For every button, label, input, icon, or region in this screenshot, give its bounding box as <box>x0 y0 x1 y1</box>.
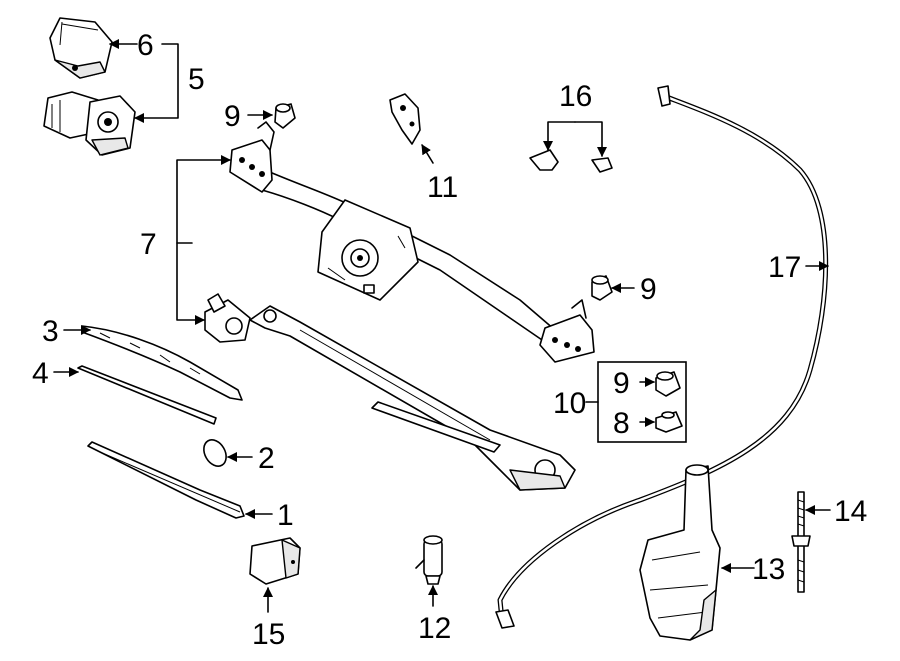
callout-9-mid: 9 <box>640 273 657 306</box>
pivot-cap-part <box>203 439 227 467</box>
callout-1: 1 <box>277 499 294 532</box>
callout-17: 17 <box>768 251 801 284</box>
stud-part <box>791 491 811 593</box>
bushing-part-top <box>274 103 296 129</box>
callout-9-box: 9 <box>613 367 630 400</box>
callout-8: 8 <box>613 407 630 440</box>
callout-7: 7 <box>140 228 157 261</box>
callout-10: 10 <box>553 387 586 420</box>
callout-9-top: 9 <box>224 100 241 133</box>
wiper-blade-part <box>87 441 245 519</box>
callout-16: 16 <box>559 80 592 113</box>
callout-labels: 6 5 9 7 11 16 9 10 9 8 3 4 2 1 15 12 13 … <box>32 29 867 651</box>
callout-4: 4 <box>32 357 49 390</box>
wiper-arm-part <box>81 325 243 401</box>
callout-6: 6 <box>137 29 154 62</box>
bushing-part-mid <box>591 275 613 301</box>
cap-part <box>529 149 613 173</box>
blade-insert-part <box>77 365 217 425</box>
callout-3: 3 <box>42 315 59 348</box>
callout-5: 5 <box>188 63 205 96</box>
bracket-part <box>389 93 421 145</box>
callout-11: 11 <box>427 171 458 204</box>
washer-hose-part <box>495 85 829 629</box>
wiper-motor-part <box>43 91 136 156</box>
wiper-linkage-part <box>204 121 595 491</box>
callout-15: 15 <box>252 618 285 651</box>
washer-pump-part <box>415 535 443 585</box>
connector-part <box>249 537 301 585</box>
callout-2: 2 <box>258 442 275 475</box>
kit-box <box>597 361 687 443</box>
leader-lines <box>53 39 831 613</box>
washer-reservoir-part <box>639 464 721 641</box>
motor-cover-part <box>49 17 113 79</box>
callout-12: 12 <box>418 612 451 645</box>
callout-13: 13 <box>752 553 785 586</box>
callout-14: 14 <box>834 495 867 528</box>
